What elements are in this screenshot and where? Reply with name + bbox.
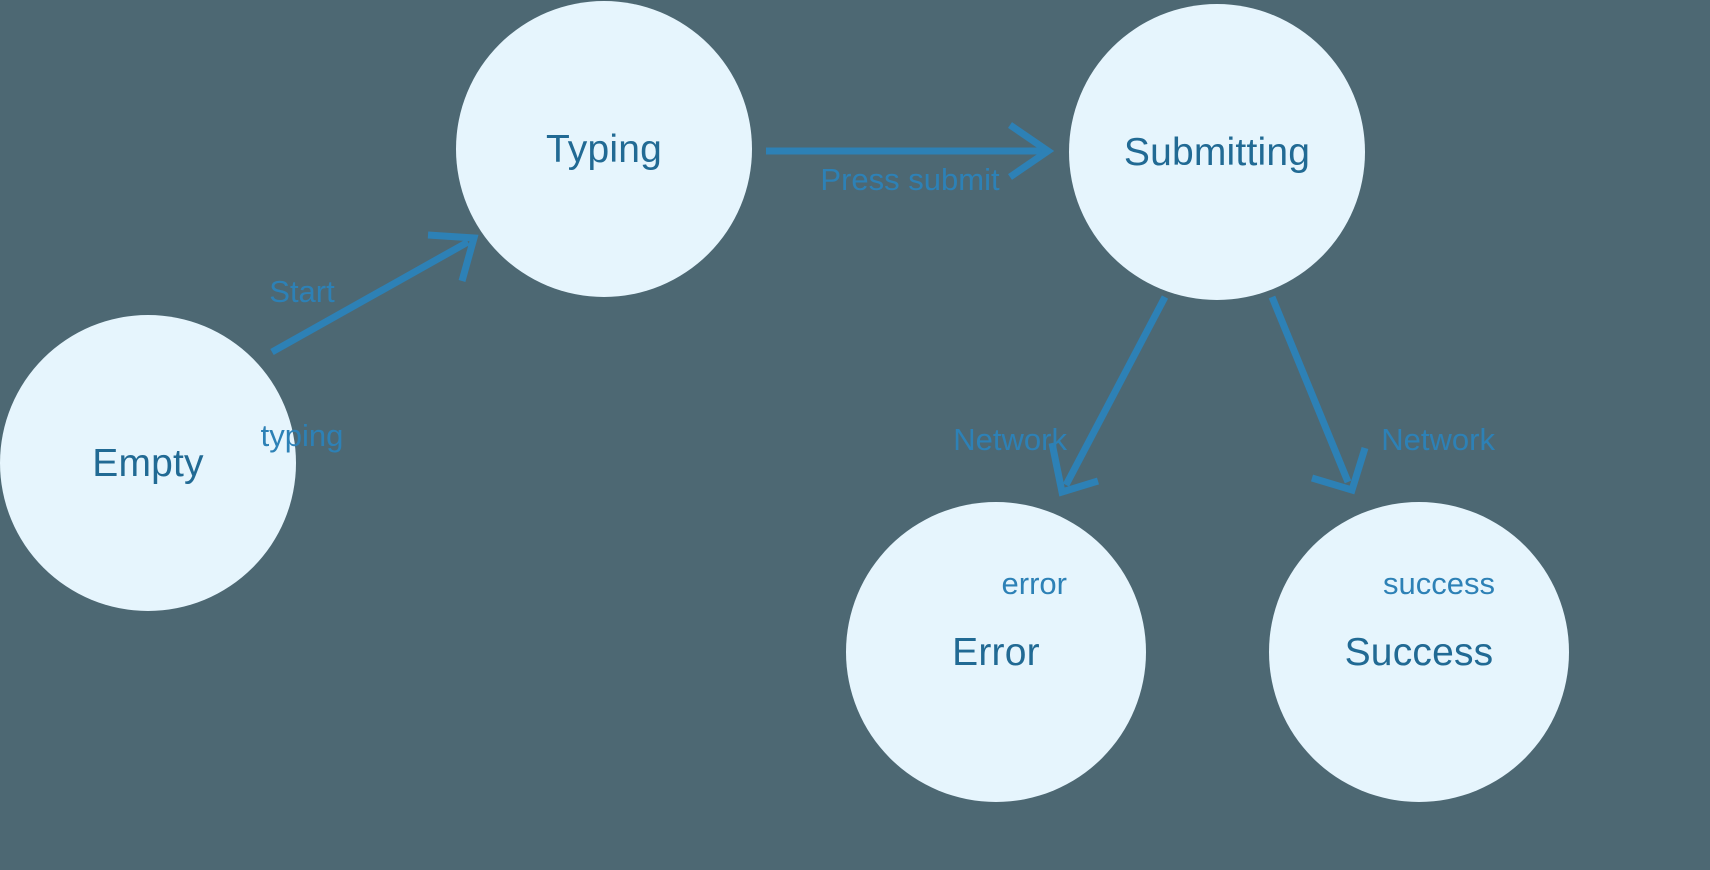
state-node-submitting[interactable]: Submitting: [1069, 4, 1365, 300]
edge-label-network-success-line2: success: [1383, 566, 1495, 602]
edge-label-start-typing: Start typing: [218, 172, 386, 556]
edge-label-network-success: Network success: [1280, 320, 1495, 704]
edge-label-network-error-line2: error: [1001, 566, 1067, 602]
state-node-success[interactable]: Success: [1269, 502, 1569, 802]
edge-label-start-typing-line2: typing: [260, 418, 344, 454]
edge-label-network-success-line1: Network: [1381, 422, 1495, 458]
edge-label-press-submit: Press submit: [786, 60, 1034, 300]
state-label-empty: Empty: [92, 441, 204, 485]
state-node-typing[interactable]: Typing: [456, 1, 752, 297]
edge-label-network-error: Network error: [862, 320, 1067, 704]
edge-submitting-to-error: [1048, 295, 1169, 497]
state-node-empty[interactable]: Empty: [0, 315, 296, 611]
edge-label-press-submit-line1: Press submit: [820, 162, 1000, 198]
state-label-typing: Typing: [545, 127, 663, 171]
state-label-error: Error: [952, 630, 1040, 674]
edge-label-network-error-line1: Network: [953, 422, 1067, 458]
state-label-success: Success: [1344, 630, 1494, 674]
state-label-submitting: Submitting: [1123, 130, 1311, 174]
edge-label-start-typing-line1: Start: [269, 274, 335, 310]
state-node-error[interactable]: Error: [846, 502, 1146, 802]
